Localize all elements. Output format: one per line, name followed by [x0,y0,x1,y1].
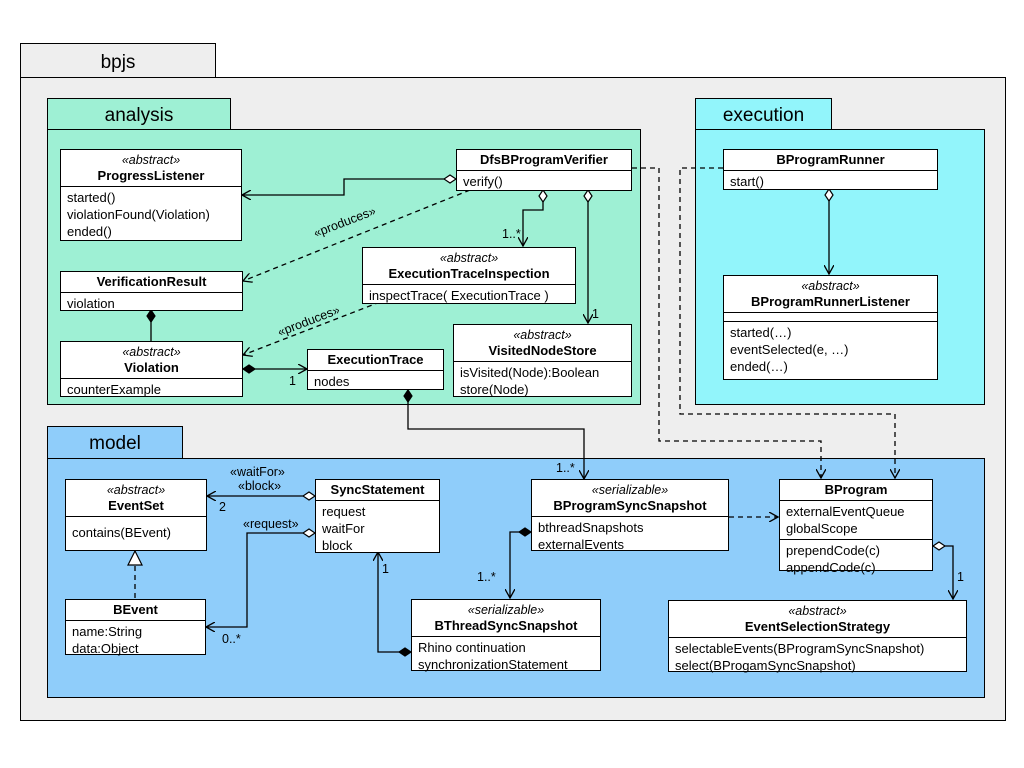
attribute: externalEventQueue [786,504,905,519]
multiplicity-label: 2 [219,500,226,514]
operation: isVisited(Node):Boolean [460,365,600,380]
class-name: BEvent [113,602,158,617]
multiplicity-label: 1 [289,374,296,388]
operation: inspectTrace( ExecutionTrace ) [369,288,549,303]
multiplicity-label: 1 [382,562,389,576]
stereotype: «abstract» [106,483,166,497]
class-name: DfsBProgramVerifier [480,152,608,167]
class-bthread-sync-snapshot[interactable]: «serializable» BThreadSyncSnapshot Rhino… [411,599,601,672]
operation: ended() [67,224,112,239]
multiplicity-label: 1..* [502,227,521,241]
attribute: violation [67,296,115,311]
stereotype: «serializable» [591,483,669,497]
stereotype: «abstract» [513,328,572,342]
multiplicity-label: 0..* [222,632,241,646]
class-name: ProgressListener [97,168,205,183]
class-bevent[interactable]: BEvent name:String data:Object [65,599,206,656]
package-tab-execution: execution [695,98,832,130]
class-bprogram-runner[interactable]: BProgramRunner start() [723,149,938,190]
attribute: waitFor [322,521,365,536]
block-label: «block» [238,479,282,493]
attribute: bthreadSnapshots [538,520,644,535]
class-bprogram-sync-snapshot[interactable]: «serializable» BProgramSyncSnapshot bthr… [531,479,729,552]
multiplicity-label: 1 [592,307,599,321]
attribute: name:String [72,624,143,639]
operation: eventSelected(e, …) [730,342,849,357]
class-name: BProgramSyncSnapshot [553,498,707,513]
attribute: nodes [314,374,350,389]
package-tab-model: model [47,426,183,459]
attribute: data:Object [72,641,139,656]
attribute: globalScope [786,521,858,536]
class-event-selection-strategy[interactable]: «abstract» EventSelectionStrategy select… [668,600,967,673]
class-verification-result[interactable]: VerificationResult violation [60,271,243,311]
class-name: EventSelectionStrategy [744,619,891,634]
operation: started() [67,190,116,205]
package-tab-bpjs: bpjs [20,43,216,78]
operation: violationFound(Violation) [67,207,210,222]
class-execution-trace[interactable]: ExecutionTrace nodes [307,349,444,390]
class-name: EventSet [108,498,164,513]
class-name: BThreadSyncSnapshot [434,618,578,633]
class-bprogram-runner-listener[interactable]: «abstract» BProgramRunnerListener starte… [723,275,938,380]
attribute: block [322,538,353,553]
class-violation[interactable]: «abstract» Violation counterExample [60,341,243,397]
class-dfs-bprogram-verifier[interactable]: DfsBProgramVerifier verify() [456,149,632,191]
class-name: Violation [124,360,179,375]
request-label: «request» [243,517,299,531]
attribute: counterExample [67,382,161,397]
stereotype: «abstract» [801,279,860,293]
class-execution-trace-inspection[interactable]: «abstract» ExecutionTraceInspection insp… [362,247,576,304]
operation: contains(BEvent) [72,525,171,540]
wait-for-label: «waitFor» [230,465,285,479]
class-name: BProgramRunner [776,152,885,167]
package-tab-analysis: analysis [47,98,231,130]
class-name: VerificationResult [96,274,207,289]
operation: start() [730,174,764,189]
operation: verify() [463,174,503,189]
class-name: ExecutionTraceInspection [388,266,550,281]
class-name: SyncStatement [330,482,425,497]
class-name: VisitedNodeStore [488,343,597,358]
class-sync-statement[interactable]: SyncStatement request waitFor block [315,479,440,553]
operation: select(BProgamSyncSnapshot) [675,658,856,673]
operation: prependCode(c) [786,543,880,558]
multiplicity-label: 1..* [477,570,496,584]
class-event-set[interactable]: «abstract» EventSet contains(BEvent) [65,479,207,551]
operation: selectableEvents(BProgramSyncSnapshot) [675,641,925,656]
empty-compartment [724,313,937,322]
operation: store(Node) [460,382,529,397]
stereotype: «serializable» [467,603,545,617]
class-name: ExecutionTrace [327,352,424,367]
class-name: BProgramRunnerListener [751,294,910,309]
operation: ended(…) [730,359,788,374]
attribute: synchronizationStatement [418,657,568,672]
operation: appendCode(c) [786,560,876,575]
class-progress-listener[interactable]: «abstract» ProgressListener started() vi… [60,149,242,241]
class-bprogram[interactable]: BProgram externalEventQueue globalScope … [779,479,933,575]
class-name: BProgram [824,482,888,497]
attribute: externalEvents [538,537,624,552]
stereotype: «abstract» [122,345,181,359]
attribute: request [322,504,366,519]
stereotype: «abstract» [788,604,847,618]
multiplicity-label: 1..* [556,461,575,475]
attribute: Rhino continuation [418,640,526,655]
class-visited-node-store[interactable]: «abstract» VisitedNodeStore isVisited(No… [453,324,632,397]
multiplicity-label: 1 [957,570,964,584]
operation: started(…) [730,325,792,340]
stereotype: «abstract» [439,251,499,265]
stereotype: «abstract» [121,153,181,167]
